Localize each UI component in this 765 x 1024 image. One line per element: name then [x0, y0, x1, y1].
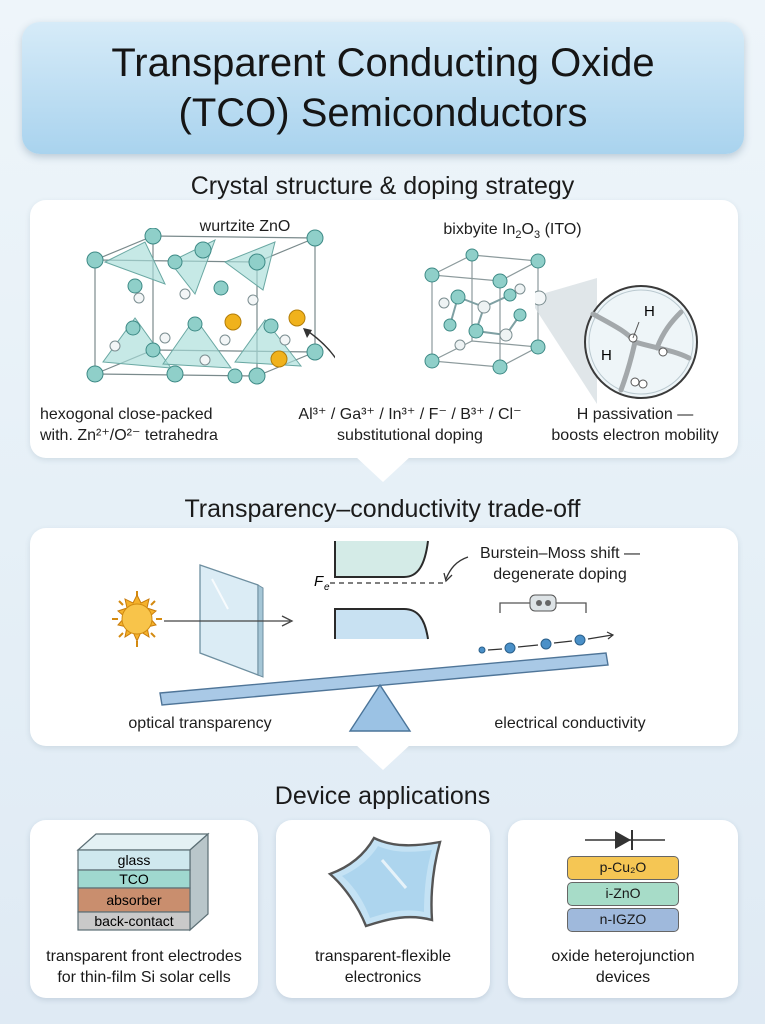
- hcp-caption-line-2: with. Zn²⁺/O²⁻ tetrahedra: [40, 427, 218, 444]
- solar-cell-stack-diagram: glass TCO absorber back-contact: [76, 832, 210, 932]
- title-banner: Transparent Conducting Oxide (TCO) Semic…: [22, 22, 744, 154]
- bm-caption-line-2: degenerate doping: [493, 566, 627, 583]
- fermi-level-subscript: e: [324, 582, 330, 593]
- panel-pointer-1: [355, 456, 411, 482]
- bixbyite-lattice-diagram: [424, 248, 546, 375]
- layer-tco-label: TCO: [119, 871, 149, 887]
- title-line-1: Transparent Conducting Oxide: [111, 41, 655, 85]
- electrical-conductivity-label: electrical conductivity: [494, 715, 646, 732]
- h-atom-label-1: H: [644, 303, 655, 320]
- burstein-moss-caption: Burstein–Moss shift — degenerate doping: [445, 543, 675, 585]
- doping-caption-line: substitutional doping: [337, 427, 483, 444]
- solar-caption: transparent front electrodes for thin-fi…: [30, 946, 258, 988]
- bixbyite-label: bixbyite In2O3 (ITO): [443, 221, 582, 242]
- layer-p-cu2o: p-Cu₂O: [567, 856, 679, 880]
- title-line-2: (TCO) Semiconductors: [178, 91, 588, 135]
- h-caption-line-1: H passivation —: [576, 406, 694, 423]
- layer-absorber-label: absorber: [106, 892, 162, 908]
- h-passivation-caption: H passivation — boosts electron mobility: [530, 404, 740, 446]
- h-atom-label-2: H: [601, 347, 612, 364]
- band-diagram: F e: [314, 540, 469, 640]
- h-caption-line-2: boosts electron mobility: [551, 427, 719, 444]
- doping-caption: Al³⁺ / Ga³⁺ / In³⁺ / F⁻ / B³⁺ / Cl⁻ subs…: [280, 404, 540, 446]
- layer-back-contact-label: back-contact: [94, 913, 173, 929]
- tradeoff-diagram: F e: [112, 540, 615, 732]
- flexible-film-icon: [327, 836, 442, 928]
- dopant-list: Al³⁺ / Ga³⁺ / In³⁺ / F⁻ / B³⁺ / Cl⁻: [298, 406, 522, 423]
- wurtzite-label: wurtzite ZnO: [199, 218, 291, 235]
- section-heading-devices: Device applications: [274, 782, 491, 810]
- layer-n-igzo: n-IGZO: [567, 908, 679, 932]
- seesaw-balance: [159, 652, 609, 732]
- hetero-caption-line-1: oxide heterojunction: [551, 948, 695, 965]
- wurtzite-lattice-diagram: [86, 228, 335, 385]
- optical-transparency-label: optical transparency: [128, 715, 272, 732]
- hcp-caption: hexogonal close-packed with. Zn²⁺/O²⁻ te…: [40, 404, 260, 446]
- glass-pane-icon: [199, 564, 264, 678]
- panel-pointer-2: [355, 744, 411, 770]
- flexible-caption: transparent-flexible electronics: [276, 946, 490, 988]
- hetero-caption: oxide heterojunction devices: [508, 946, 738, 988]
- sun-icon: [112, 591, 162, 647]
- diode-symbol-icon: [585, 830, 665, 850]
- fermi-level-symbol: F: [314, 573, 324, 590]
- electron-flow-icon: [478, 594, 615, 654]
- layer-glass-label: glass: [118, 852, 151, 868]
- hetero-caption-line-2: devices: [595, 969, 651, 986]
- section-heading-tradeoff: Transparency–conductivity trade-off: [184, 495, 581, 523]
- h-passivation-magnifier: H H: [535, 278, 698, 404]
- solar-caption-line-1: transparent front electrodes: [46, 948, 242, 965]
- layer-i-zno: i-ZnO: [567, 882, 679, 906]
- flexible-caption-line-1: transparent-flexible: [314, 948, 452, 965]
- bm-caption-line-1: Burstein–Moss shift —: [479, 545, 641, 562]
- section-heading-crystal: Crystal structure & doping strategy: [190, 172, 575, 200]
- solar-caption-line-2: for thin-film Si solar cells: [57, 969, 231, 986]
- hcp-caption-line-1: hexogonal close-packed: [40, 406, 213, 423]
- flexible-caption-line-2: electronics: [344, 969, 422, 986]
